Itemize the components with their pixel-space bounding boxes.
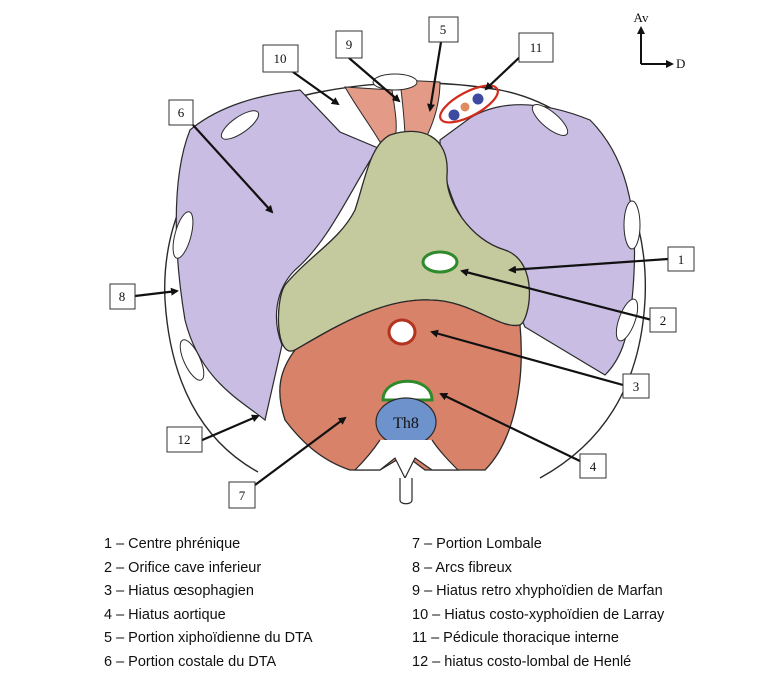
- aortic-hiatus: [381, 379, 434, 402]
- callout-2: 2: [649, 307, 677, 333]
- vertebra-label: Th8: [393, 415, 419, 432]
- internal-thoracic-artery: [460, 102, 470, 112]
- legend-item: 10 – Hiatus costo-xyphoïdien de Larray: [412, 606, 665, 623]
- legend-item: 3 – Hiatus œsophagien: [104, 583, 254, 600]
- internal-thoracic-vein-1: [448, 109, 460, 121]
- svg-text:4: 4: [590, 459, 597, 474]
- svg-text:6: 6: [178, 105, 185, 120]
- ivc-orifice: [421, 250, 459, 274]
- internal-thoracic-pedicle-ring: [439, 84, 499, 124]
- internal-thoracic-vein-2: [472, 93, 484, 105]
- callout-9: 9: [335, 30, 363, 59]
- callout-10: 10: [262, 44, 299, 73]
- svg-text:11: 11: [530, 40, 543, 55]
- svg-text:1: 1: [678, 252, 685, 267]
- svg-text:7: 7: [239, 488, 246, 503]
- svg-text:2: 2: [660, 313, 667, 328]
- spinous-process: [399, 478, 413, 505]
- callout-8: 8: [109, 283, 136, 310]
- esophageal-hiatus: [387, 318, 417, 346]
- legend-item: 1 – Centre phrénique: [104, 536, 241, 552]
- svg-text:10: 10: [274, 51, 287, 66]
- callout-3: 3: [622, 373, 650, 399]
- legend-right: 7 – Portion Lombale 8 – Arcs fibreux 9 –…: [412, 533, 664, 675]
- fibrous-arcs: [172, 73, 641, 381]
- costal-portion-left: [175, 89, 379, 422]
- legend-item: 9 – Hiatus retro xhyphoïdien de Marfan: [412, 583, 663, 600]
- orientation-right-label: D: [676, 56, 685, 71]
- legend-item: 5 – Portion xiphoïdienne du DTA: [104, 630, 313, 647]
- callout-11: 11: [518, 32, 554, 63]
- legend-item: 12 – hiatus costo-lombal de Henlé: [412, 653, 632, 670]
- callout-7: 7: [228, 481, 256, 509]
- legend-item: 2 – Orifice cave inferieur: [104, 559, 262, 576]
- diaphragm-diagram: Th8 Av D 1 2 3 4 5 6 7 8 9: [109, 10, 695, 509]
- legend-left: 1 – Centre phrénique 2 – Orifice cave in…: [104, 533, 313, 675]
- legend-item: 6 – Portion costale du DTA: [104, 653, 277, 670]
- svg-text:3: 3: [633, 379, 640, 394]
- svg-text:12: 12: [178, 432, 191, 447]
- svg-text:9: 9: [346, 37, 353, 52]
- callout-5: 5: [428, 16, 459, 43]
- callout-12: 12: [166, 426, 203, 453]
- callout-arrows: [134, 41, 669, 486]
- legend-item: 8 – Arcs fibreux: [412, 559, 512, 576]
- svg-text:5: 5: [440, 22, 447, 37]
- callout-6: 6: [168, 99, 194, 126]
- orientation-indicator: Av D: [634, 10, 686, 71]
- callout-4: 4: [579, 453, 607, 479]
- svg-text:8: 8: [119, 289, 126, 304]
- callout-1: 1: [667, 246, 695, 272]
- orientation-up-label: Av: [634, 10, 649, 25]
- legend-item: 11 – Pédicule thoracique interne: [412, 630, 619, 647]
- legend-item: 4 – Hiatus aortique: [104, 606, 226, 623]
- legend-item: 7 – Portion Lombale: [412, 536, 542, 552]
